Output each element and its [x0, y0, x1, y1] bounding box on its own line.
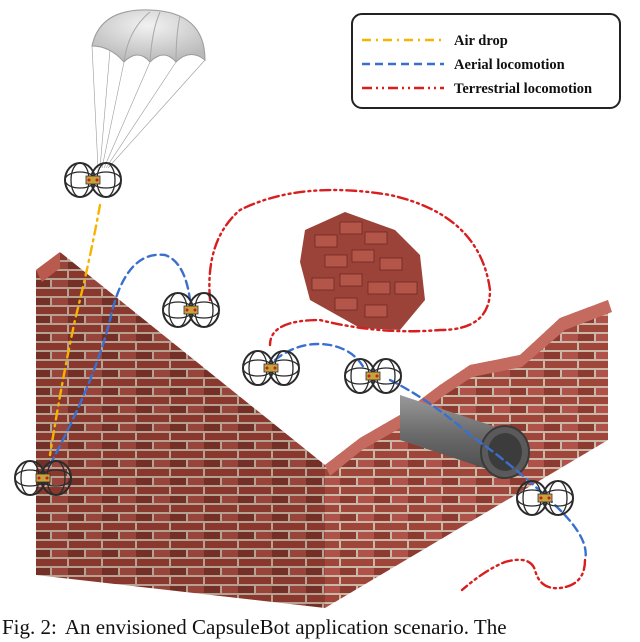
scene-illustration: Air drop Aerial locomotion Terrestrial l… — [0, 0, 640, 612]
figure: Air drop Aerial locomotion Terrestrial l… — [0, 0, 640, 612]
figure-caption: Fig. 2: An envisioned CapsuleBot applicat… — [2, 612, 640, 642]
legend-aerial-label: Aerial locomotion — [454, 57, 565, 73]
legend-terrestrial-label: Terrestrial locomotion — [454, 81, 592, 97]
terrestrial-path-2 — [462, 560, 585, 590]
brick-pile-icon — [300, 212, 425, 330]
caption-label: Fig. 2: — [2, 615, 57, 639]
legend-air-drop-label: Air drop — [454, 33, 508, 49]
caption-text: An envisioned CapsuleBot application sce… — [65, 615, 507, 639]
parachute-icon — [92, 10, 205, 168]
aerial-path-2 — [275, 344, 365, 370]
legend: Air drop Aerial locomotion Terrestrial l… — [352, 14, 620, 108]
